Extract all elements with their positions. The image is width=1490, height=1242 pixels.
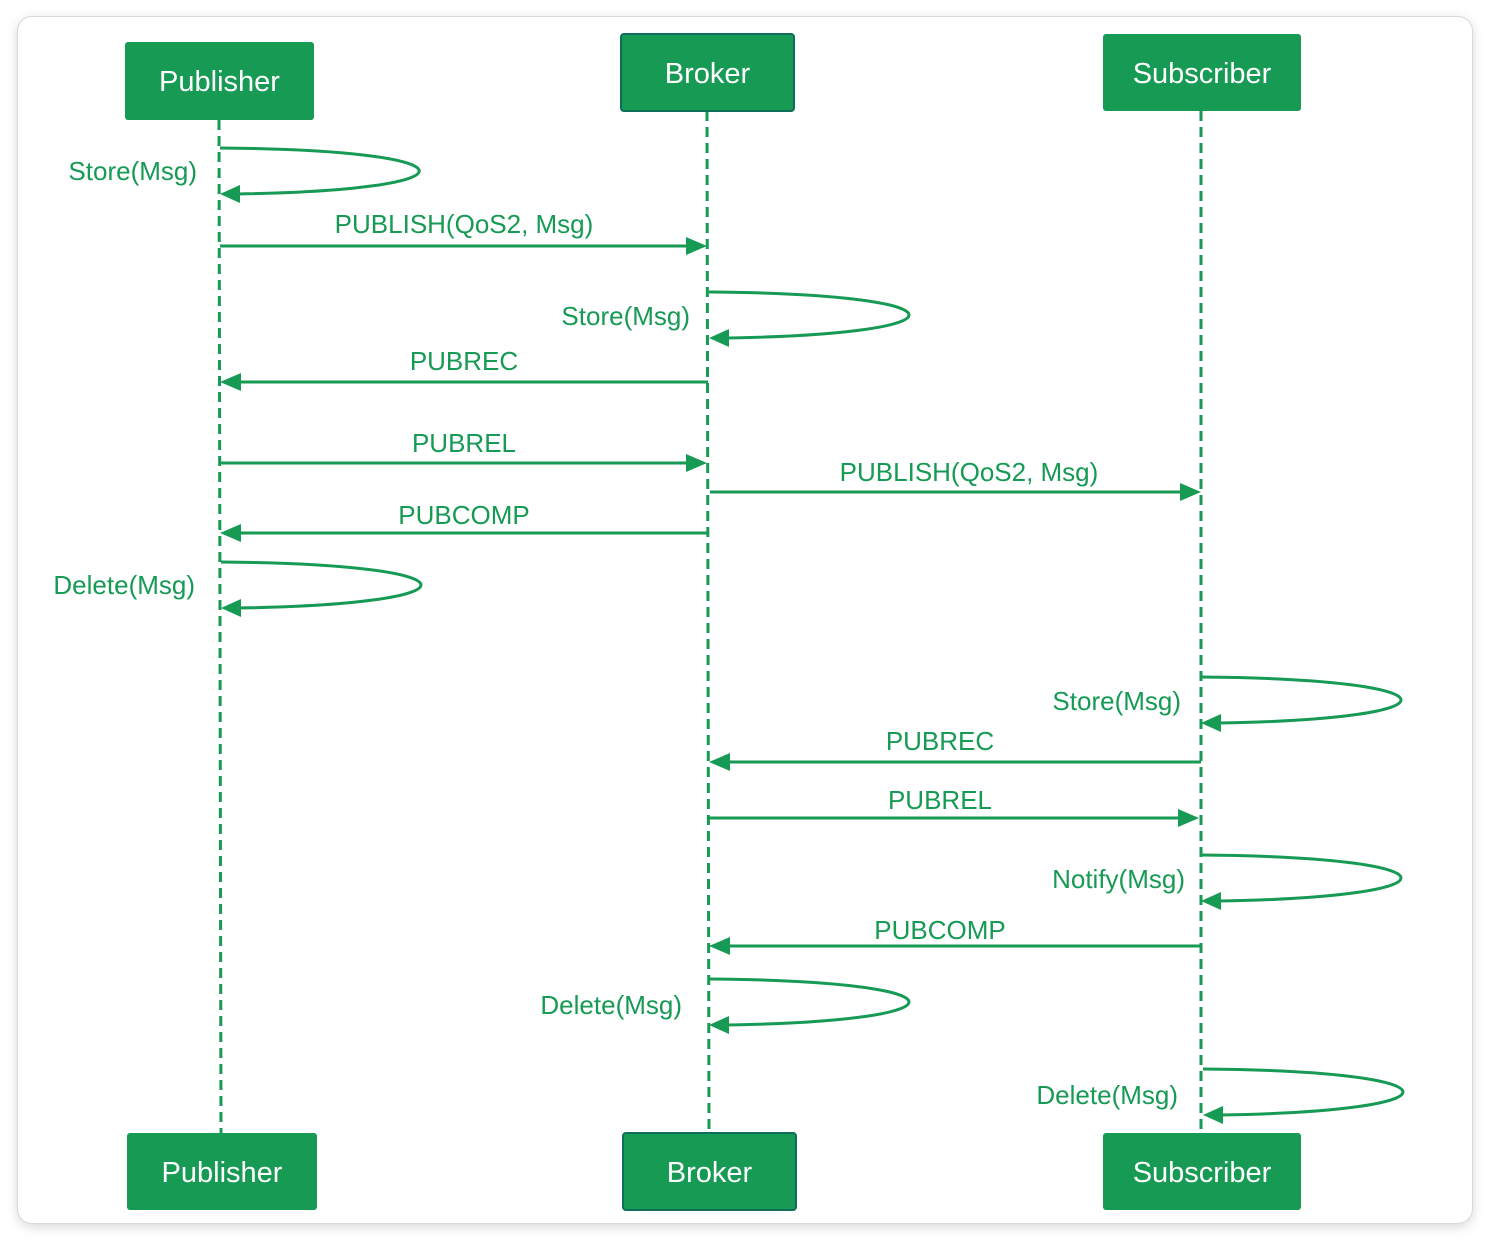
self-message-delete-broker: Delete(Msg) bbox=[540, 977, 911, 1034]
message-label: PUBREL bbox=[888, 785, 992, 815]
message-label: PUBLISH(QoS2, Msg) bbox=[335, 209, 594, 239]
message-label: Delete(Msg) bbox=[540, 990, 682, 1020]
messages: Store(Msg) PUBLISH(QoS2, Msg) Store(Msg)… bbox=[53, 146, 1405, 1124]
message-publish-to-broker: PUBLISH(QoS2, Msg) bbox=[220, 209, 707, 255]
message-label: Store(Msg) bbox=[68, 156, 197, 186]
actor-broker-top: Broker bbox=[620, 33, 795, 112]
message-label: PUBLISH(QoS2, Msg) bbox=[840, 457, 1099, 487]
message-label: PUBCOMP bbox=[874, 915, 1005, 945]
actor-label: Subscriber bbox=[1133, 58, 1272, 90]
message-publish-to-subscriber: PUBLISH(QoS2, Msg) bbox=[710, 457, 1201, 501]
self-message-notify-subscriber: Notify(Msg) bbox=[1052, 853, 1403, 910]
actor-label: Publisher bbox=[159, 66, 280, 98]
message-label: Store(Msg) bbox=[1052, 686, 1181, 716]
actor-broker-bottom: Broker bbox=[622, 1132, 797, 1211]
message-label: PUBCOMP bbox=[398, 500, 529, 530]
message-label: PUBREC bbox=[886, 726, 994, 756]
actor-publisher-bottom: Publisher bbox=[127, 1133, 317, 1210]
message-label: Delete(Msg) bbox=[1036, 1080, 1178, 1110]
message-pubrec-to-publisher: PUBREC bbox=[220, 346, 708, 391]
self-message-store-publisher: Store(Msg) bbox=[68, 146, 421, 203]
lifelines bbox=[217, 110, 1203, 1134]
message-label: Notify(Msg) bbox=[1052, 864, 1185, 894]
message-pubcomp-to-broker: PUBCOMP bbox=[709, 915, 1201, 955]
message-pubrel-to-broker: PUBREL bbox=[220, 428, 707, 472]
lifeline-publisher bbox=[217, 119, 223, 1134]
actor-label: Broker bbox=[665, 58, 751, 90]
message-pubrel-to-subscriber: PUBREL bbox=[709, 785, 1199, 827]
self-message-store-broker: Store(Msg) bbox=[561, 290, 911, 347]
actor-subscriber-top: Subscriber bbox=[1103, 34, 1301, 111]
actor-label: Broker bbox=[667, 1157, 753, 1189]
actor-subscriber-bottom: Subscriber bbox=[1103, 1133, 1301, 1210]
message-label: PUBREC bbox=[410, 346, 518, 376]
self-message-delete-subscriber: Delete(Msg) bbox=[1036, 1067, 1405, 1124]
actor-label: Subscriber bbox=[1133, 1157, 1272, 1189]
diagram-frame bbox=[18, 17, 1472, 1223]
self-message-delete-publisher: Delete(Msg) bbox=[53, 560, 423, 617]
message-pubcomp-to-publisher: PUBCOMP bbox=[220, 500, 708, 542]
message-pubrec-to-broker: PUBREC bbox=[709, 726, 1201, 771]
message-label: PUBREL bbox=[412, 428, 516, 458]
actor-label: Publisher bbox=[162, 1157, 283, 1189]
self-message-store-subscriber: Store(Msg) bbox=[1052, 675, 1403, 732]
message-label: Delete(Msg) bbox=[53, 570, 195, 600]
actor-publisher-top: Publisher bbox=[125, 42, 314, 120]
lifeline-broker bbox=[705, 110, 711, 1134]
message-label: Store(Msg) bbox=[561, 301, 690, 331]
